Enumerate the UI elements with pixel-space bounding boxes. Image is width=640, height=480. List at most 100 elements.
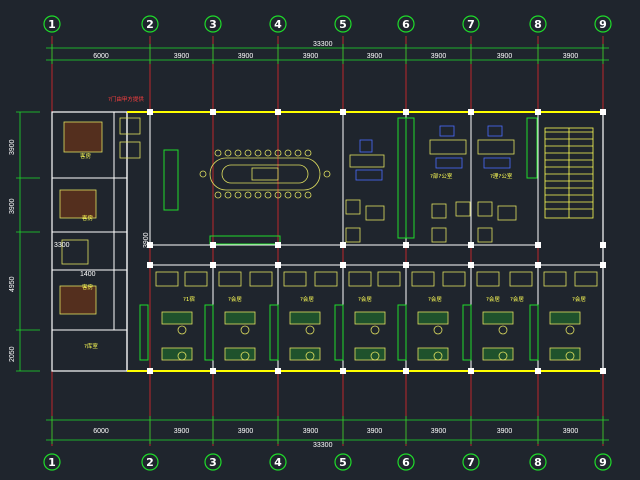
dorm-room-label-3: ?会居	[300, 295, 314, 303]
grid-number-top-4: 4	[274, 18, 282, 31]
guest-room-label-2: 客房	[82, 214, 94, 222]
vertical-dimension-1: 3900	[9, 139, 16, 155]
inner-dimension-1: 3900	[143, 232, 150, 248]
grid-number-top-1: 1	[48, 18, 56, 31]
grid-number-top-2: 2	[146, 18, 154, 31]
total-dimension-top: 33300	[313, 41, 333, 48]
grid-bubble-bottom-3	[204, 453, 222, 471]
conference-table	[199, 149, 331, 199]
office-label-1: ?部?公室	[430, 172, 453, 180]
dorm-furniture	[155, 271, 598, 361]
stairwell	[544, 127, 594, 219]
column	[600, 262, 606, 268]
grid-bubble-top-9	[594, 15, 612, 33]
column	[147, 262, 153, 268]
dorm-room-label-2: ?会居	[228, 295, 242, 303]
bay-dimension-top-4: 3900	[303, 53, 319, 60]
grid-bubble-bottom-5	[334, 453, 352, 471]
column	[210, 109, 216, 115]
inner-dimension-3: 3300	[54, 242, 70, 249]
column	[468, 368, 474, 374]
vertical-dimension-4: 2050	[9, 346, 16, 362]
dorm-room-label-5: ?会居	[428, 295, 442, 303]
bay-dimension-top-3: 3900	[238, 53, 254, 60]
bay-dimension-bottom-6: 3900	[431, 428, 447, 435]
column	[275, 109, 281, 115]
grid-bubble-bottom-9	[594, 453, 612, 471]
grid-bubble-bottom-1	[43, 453, 61, 471]
column	[403, 109, 409, 115]
dorm-room-label-6: ?会居	[486, 295, 500, 303]
grid-number-top-8: 8	[534, 18, 542, 31]
dorm-room-label-7: ?会居	[510, 295, 524, 303]
column	[340, 368, 346, 374]
dorm-room-label-8: ?会居	[572, 295, 586, 303]
column	[210, 242, 216, 248]
grid-bubble-top-7	[462, 15, 480, 33]
grid-number-bottom-1: 1	[48, 456, 56, 469]
column	[147, 242, 153, 248]
grid-number-bottom-7: 7	[467, 456, 475, 469]
column	[535, 242, 541, 248]
annotation-note: ?门由甲方提供	[108, 95, 144, 103]
column	[210, 368, 216, 374]
column	[210, 262, 216, 268]
grid-bubble-bottom-8	[529, 453, 547, 471]
grid-number-bottom-6: 6	[402, 456, 410, 469]
column	[275, 242, 281, 248]
grid-bubble-top-8	[529, 15, 547, 33]
interior-walls	[52, 112, 603, 371]
vertical-dimension-lines	[16, 111, 40, 372]
grid-bubble-bottom-2	[141, 453, 159, 471]
vertical-dimension-3: 4950	[9, 276, 16, 292]
guest-room-furniture	[59, 117, 141, 315]
column	[147, 368, 153, 374]
grid-number-top-3: 3	[209, 18, 217, 31]
dorm-room-label-1: ?1宿	[183, 295, 195, 303]
column	[403, 242, 409, 248]
bay-dimension-bottom-5: 3900	[367, 428, 383, 435]
grid-bubble-top-2	[141, 15, 159, 33]
grid-number-top-7: 7	[467, 18, 475, 31]
grid-number-top-5: 5	[339, 18, 347, 31]
room-labels: ?门由甲方提供 客房 客房 客房 ?库室 ?部?公室 ?理?公室 ?1宿 ?会居?…	[80, 95, 586, 350]
grid-bubble-top-4	[269, 15, 287, 33]
grid-number-bottom-4: 4	[274, 456, 282, 469]
bay-dimension-bottom-8: 3900	[563, 428, 579, 435]
column	[340, 262, 346, 268]
vertical-dimension-2: 3900	[9, 198, 16, 214]
grid-bubble-top-5	[334, 15, 352, 33]
dorm-room-label-4: ?会居	[358, 295, 372, 303]
grid-bubble-bottom-7	[462, 453, 480, 471]
column	[340, 109, 346, 115]
column	[275, 262, 281, 268]
office-furniture	[345, 125, 517, 243]
column	[535, 262, 541, 268]
column	[600, 109, 606, 115]
column	[340, 242, 346, 248]
guest-room-label-1: 客房	[80, 152, 92, 160]
storage-label: ?库室	[84, 342, 98, 350]
guest-room-label-3: 客房	[82, 283, 94, 291]
total-dimension-bottom: 33300	[313, 442, 333, 449]
bay-dimension-top-2: 3900	[174, 53, 190, 60]
column	[147, 109, 153, 115]
grid-bubble-top-6	[397, 15, 415, 33]
exterior-walls	[51, 111, 604, 372]
grid-number-bottom-5: 5	[339, 456, 347, 469]
grid-bubble-bottom-4	[269, 453, 287, 471]
grid-number-bottom-8: 8	[534, 456, 542, 469]
column	[403, 368, 409, 374]
office-label-2: ?理?公室	[490, 172, 513, 180]
structural-columns	[147, 109, 606, 374]
column	[468, 109, 474, 115]
column	[468, 262, 474, 268]
bay-dimension-top-1: 6000	[93, 53, 109, 60]
bay-dimension-top-6: 3900	[431, 53, 447, 60]
grid-bubble-top-1	[43, 15, 61, 33]
